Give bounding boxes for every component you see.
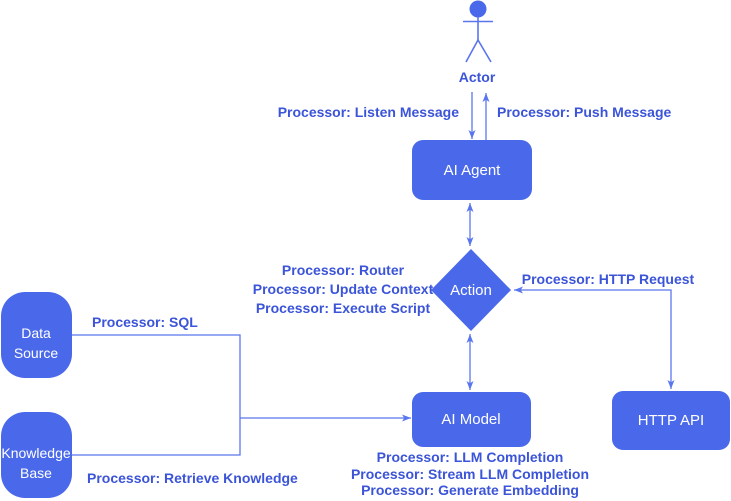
actor-figure-icon [463,0,493,63]
knowledge-base-node [1,412,72,498]
http-request-label: Processor: HTTP Request [522,271,695,287]
data-source-label-line2: Source [14,345,59,361]
llm-completion-label: Processor: LLM Completion [377,449,564,465]
action-label: Action [450,282,492,299]
ai-model-label: AI Model [441,411,500,428]
update-context-label: Processor: Update Context [253,281,434,297]
edge-datasource-knowledge-join [72,334,241,456]
http-api-node [612,391,730,450]
http-api-label: HTTP API [638,412,704,429]
data-source-node [1,292,72,378]
knowledge-base-label-line1: Knowledge [1,445,70,461]
stream-llm-completion-label: Processor: Stream LLM Completion [351,466,589,482]
retrieve-knowledge-label: Processor: Retrieve Knowledge [87,470,298,486]
execute-script-label: Processor: Execute Script [256,300,431,316]
generate-embedding-label: Processor: Generate Embedding [361,482,579,498]
actor-label: Actor [459,69,496,85]
data-source-label-line1: Data [21,325,51,341]
ai-agent-node [412,140,532,200]
router-label: Processor: Router [282,262,405,278]
listen-message-label: Processor: Listen Message [278,104,460,120]
action-node [431,249,511,331]
ai-agent-label: AI Agent [444,162,502,179]
ai-model-node [412,392,531,447]
push-message-label: Processor: Push Message [497,104,672,120]
edge-action-http-api [514,286,675,389]
knowledge-base-label-line2: Base [20,465,52,481]
sql-label: Processor: SQL [92,314,198,330]
